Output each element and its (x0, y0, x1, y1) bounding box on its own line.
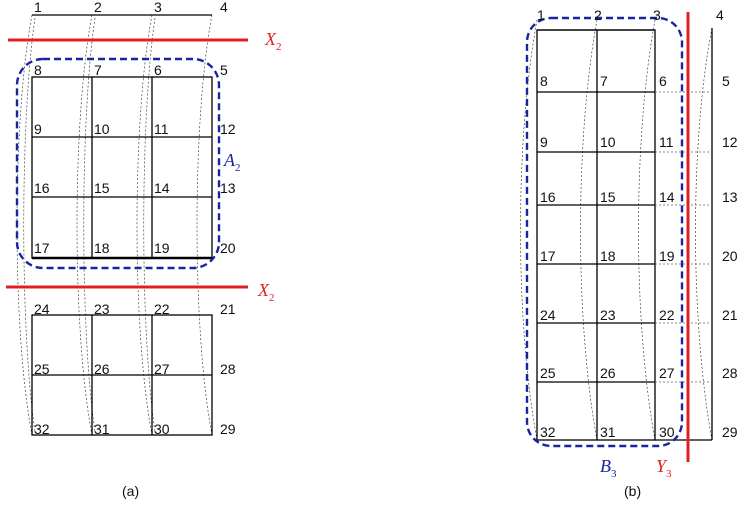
panel-a-region-outline (15, 57, 221, 270)
panel-a-cell-number: 15 (94, 180, 110, 196)
panel-b-cell-number: 21 (722, 307, 738, 323)
panel-a-cell-number: 24 (34, 301, 50, 317)
panel-a-cell-number: 22 (154, 301, 170, 317)
panel-a-cell-number: 21 (220, 301, 236, 317)
panel-b-cell-number: 23 (600, 307, 616, 323)
panel-b-cell-number: 18 (600, 248, 616, 264)
panel-a-cell-number: 12 (220, 121, 236, 137)
panel-a-cell-number: 25 (34, 361, 50, 377)
panel-a-cell-number: 6 (154, 62, 162, 78)
panel-b-cell-number: 26 (600, 365, 616, 381)
panel-b-cell-number: 29 (722, 424, 738, 440)
panel-b-cell-number: 30 (659, 424, 675, 440)
panel-a-cut-label-top: X2 (264, 29, 282, 53)
panel-a-cell-number: 19 (154, 240, 170, 256)
panel-b-cell-number: 25 (540, 365, 556, 381)
panel-b-cell-number: 5 (722, 73, 730, 89)
panel-a-lower-grid (31, 314, 213, 436)
panel-a-cell-number: 4 (220, 0, 228, 15)
panel-a-cell-number: 2 (94, 0, 102, 15)
panel-a-cell-number: 10 (94, 121, 110, 137)
panel-b-cell-number: 4 (716, 7, 724, 23)
panel-a-upper-grid (31, 76, 213, 259)
panel-a-cell-number: 5 (220, 62, 228, 78)
panel-a-region-label: A2 (223, 150, 241, 174)
panel-b-region-label: B3 (600, 456, 617, 480)
panel-b-wrap-arcs (520, 19, 713, 441)
panel-b-cell-number: 10 (600, 134, 616, 150)
panel-b-grid (536, 28, 713, 441)
panel-b-cell-number: 8 (540, 73, 548, 89)
panel-b-cell-number: 3 (653, 7, 661, 23)
panel-b-cell-number: 32 (540, 424, 556, 440)
panel-a-cell-number: 3 (154, 0, 162, 15)
panel-b-cut-label: Y3 (656, 456, 672, 480)
panel-b-cell-number: 28 (722, 365, 738, 381)
panel-b-cell-number: 12 (722, 134, 738, 150)
panel-b-cell-number: 1 (537, 7, 545, 23)
panel-a-cell-number: 1 (34, 0, 42, 15)
panel-b-cell-number: 7 (600, 73, 608, 89)
panel-b-strip-dividers (655, 91, 712, 383)
panel-b-cell-number: 15 (600, 189, 616, 205)
panel-b-cell-number: 6 (659, 73, 667, 89)
panel-a-cell-number: 26 (94, 361, 110, 377)
panel-a-cut-label-bottom: X2 (257, 280, 275, 304)
panel-b-cell-number: 20 (722, 248, 738, 264)
panel-b-caption: (b) (624, 483, 641, 499)
panel-a-cell-number: 17 (34, 240, 50, 256)
panel-a-cell-number: 18 (94, 240, 110, 256)
panel-b-cell-number: 22 (659, 307, 675, 323)
panel-a-cell-number: 16 (34, 180, 50, 196)
panel-a-cell-number: 8 (34, 62, 42, 78)
panel-b-region-outline (525, 16, 684, 448)
panel-a-caption: (a) (122, 483, 139, 499)
panel-a-cell-number: 13 (220, 180, 236, 196)
panel-a-cell-number: 14 (154, 180, 170, 196)
panel-b-cell-number: 24 (540, 307, 556, 323)
panel-a-cell-number: 11 (154, 121, 169, 137)
panel-a-cell-number: 32 (34, 421, 50, 437)
panel-b-cell-number: 16 (540, 189, 556, 205)
panel-a-cell-number: 29 (220, 421, 236, 437)
panel-a-cell-number: 9 (34, 121, 42, 137)
panel-a-cell-number: 31 (94, 421, 110, 437)
panel-a-cell-number: 7 (94, 62, 102, 78)
panel-a-cell-number: 23 (94, 301, 110, 317)
panel-b-cell-number: 9 (540, 134, 548, 150)
panel-a-wrap-arcs (16, 14, 213, 436)
panel-b-cell-number: 11 (659, 134, 674, 150)
panel-a-cell-number: 30 (154, 421, 170, 437)
panel-b-cell-number: 13 (722, 189, 738, 205)
panel-a-cell-number: 27 (154, 361, 170, 377)
panel-b-cell-number: 27 (659, 365, 675, 381)
panel-b-cell-number: 17 (540, 248, 556, 264)
panel-b-cell-number: 19 (659, 248, 675, 264)
panel-b-cell-number: 14 (659, 189, 675, 205)
panel-a-cell-number: 20 (220, 240, 236, 256)
panel-b-cell-number: 2 (594, 7, 602, 23)
panel-a-cell-number: 28 (220, 361, 236, 377)
panel-b-cell-number: 31 (600, 424, 616, 440)
